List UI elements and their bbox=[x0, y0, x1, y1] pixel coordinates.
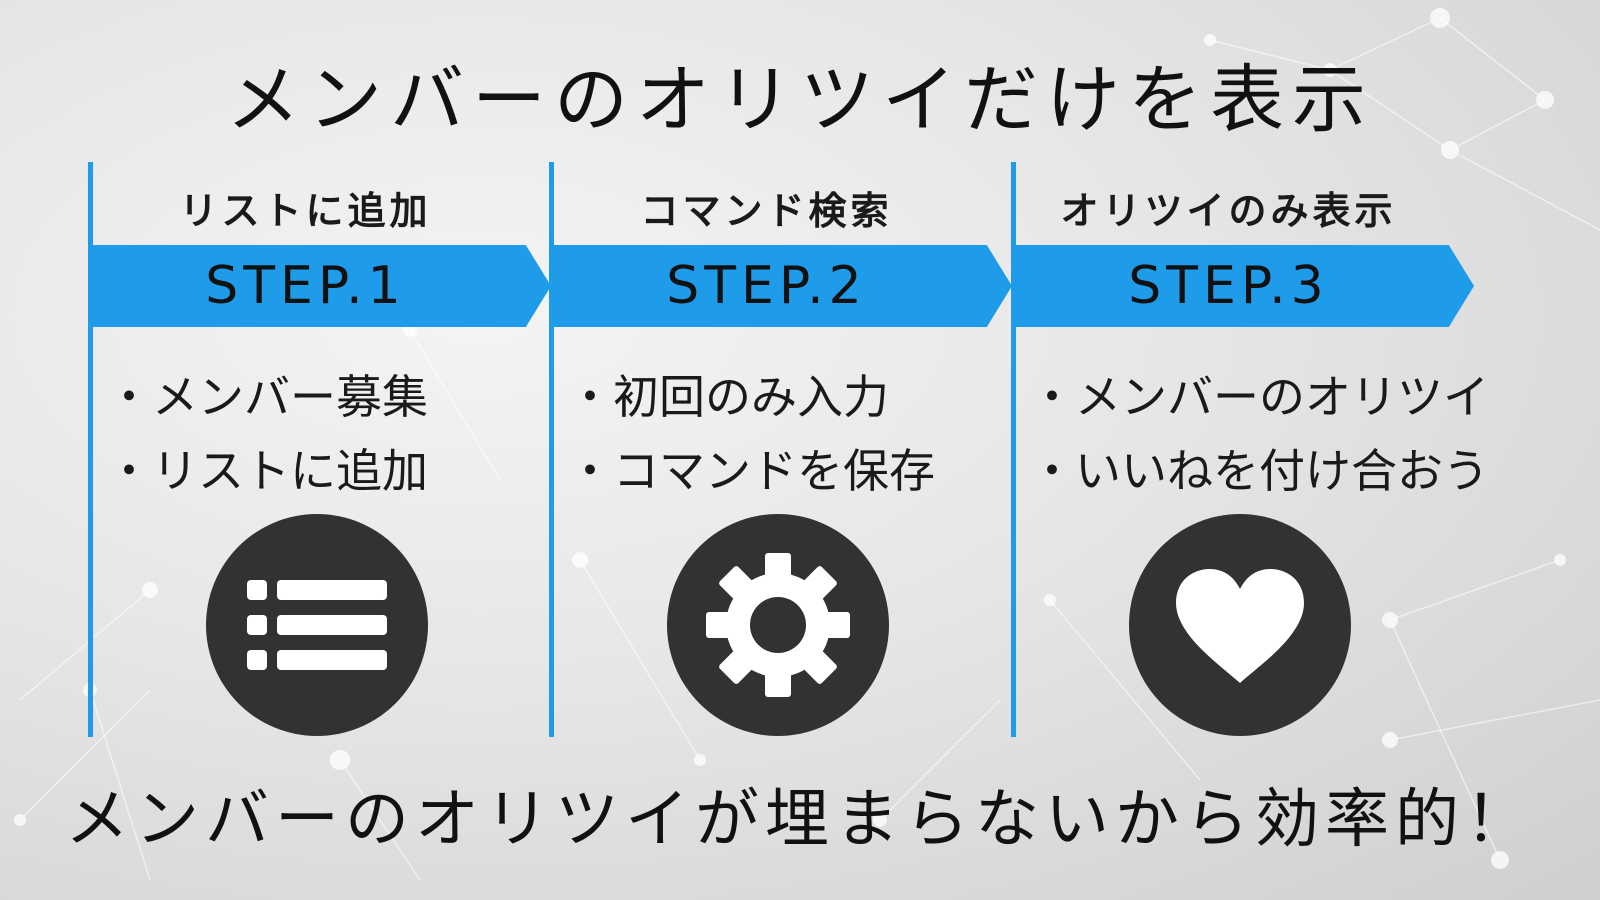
bullet-item: ・いいねを付け合おう bbox=[1029, 444, 1489, 498]
step-2-column: コマンド検索 STEP.2 ・初回のみ入力 ・コマンドを保存 bbox=[549, 162, 1019, 737]
bullet-item: ・初回のみ入力 bbox=[567, 370, 889, 424]
step-bullet-list: ・メンバーのオリツイ ・いいねを付け合おう bbox=[1029, 360, 1489, 508]
list-icon bbox=[247, 580, 387, 670]
step-banner-label: STEP.2 bbox=[666, 256, 867, 316]
bullet-item: ・メンバーのオリツイ bbox=[1029, 370, 1489, 424]
step-banner-label: STEP.1 bbox=[205, 256, 406, 316]
step-divider-line bbox=[549, 162, 554, 737]
step-divider-line bbox=[1011, 162, 1016, 737]
gear-icon-badge bbox=[667, 514, 889, 736]
bullet-item: ・リストに追加 bbox=[106, 444, 428, 498]
step-banner-arrow bbox=[554, 245, 1012, 327]
step-banner-arrow bbox=[93, 245, 551, 327]
step-heading: コマンド検索 bbox=[640, 189, 893, 233]
step-banner-label: STEP.3 bbox=[1128, 256, 1329, 316]
step-bullet-list: ・メンバー募集 ・リストに追加 bbox=[106, 360, 428, 508]
step-3-column: オリツイのみ表示 STEP.3 ・メンバーのオリツイ ・いいねを付け合おう bbox=[1011, 162, 1489, 737]
bullet-item: ・コマンドを保存 bbox=[567, 444, 935, 498]
step-bullet-list: ・初回のみ入力 ・コマンドを保存 bbox=[567, 360, 935, 508]
page-title: メンバーのオリツイだけを表示 bbox=[226, 57, 1374, 143]
step-heading: リストに追加 bbox=[179, 189, 432, 233]
bullet-item: ・メンバー募集 bbox=[106, 370, 428, 424]
heart-icon bbox=[1176, 569, 1304, 683]
list-icon-badge bbox=[206, 514, 428, 736]
step-divider-line bbox=[88, 162, 93, 737]
step-heading: オリツイのみ表示 bbox=[1060, 189, 1397, 233]
bottom-tagline: メンバーのオリツイが埋まらないから効率的！ bbox=[65, 783, 1535, 857]
heart-icon-badge bbox=[1129, 514, 1351, 736]
step-banner-arrow bbox=[1016, 245, 1474, 327]
gear-icon bbox=[706, 553, 850, 697]
step-1-column: リストに追加 STEP.1 ・メンバー募集 ・リストに追加 bbox=[88, 162, 558, 737]
